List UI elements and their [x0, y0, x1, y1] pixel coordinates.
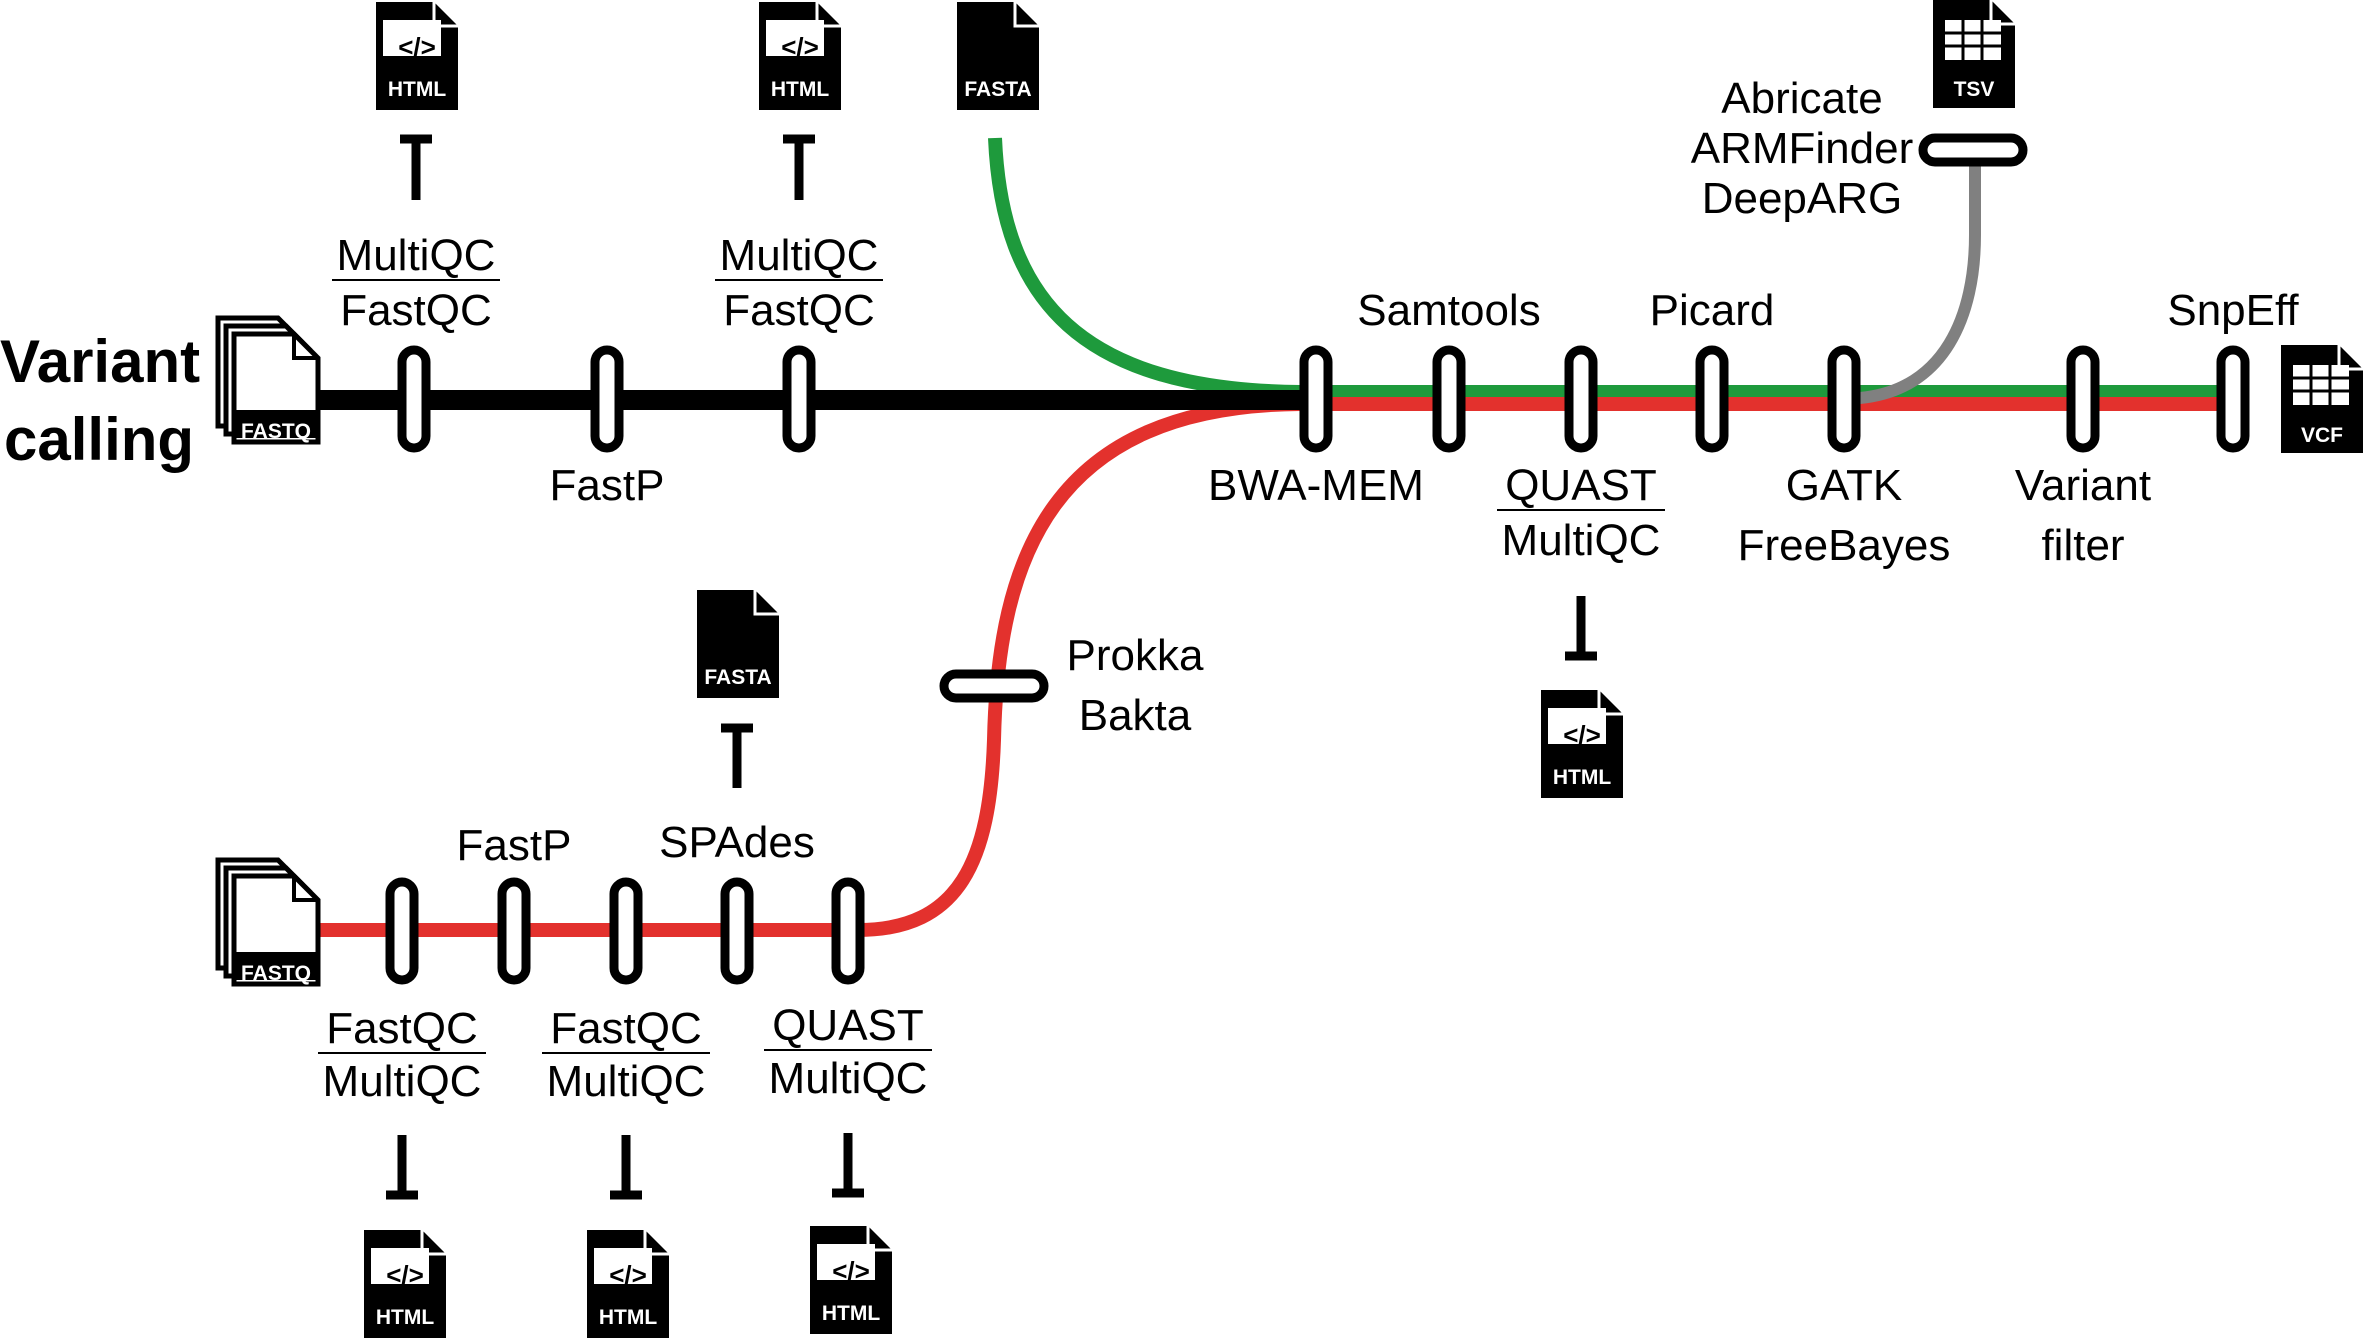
green-reference-line — [988, 137, 2225, 399]
label-quast: QUAST — [1505, 461, 1657, 510]
html-badge-bottom-3: HTML — [822, 1302, 880, 1325]
fasta-badge-spades: FASTA — [704, 666, 771, 689]
code-document-icon — [1539, 688, 1625, 800]
fastq-badge-bottom: FASTQ — [241, 962, 311, 985]
station-samtools — [1432, 345, 1466, 453]
label-prokka: Prokka — [1067, 631, 1204, 680]
label-bottom-fastqc-1: FastQC — [326, 1004, 478, 1053]
html-badge-bottom-1: HTML — [376, 1306, 434, 1329]
grey-resistance-line — [1859, 150, 1981, 404]
stacked-documents-icon — [215, 857, 321, 987]
html-glyph-bottom-1: </> — [386, 1260, 424, 1290]
output-connector-top-1 — [400, 134, 432, 200]
html-glyph-quast: </> — [1563, 720, 1601, 750]
label-bottom-multiqc-3: MultiQC — [769, 1054, 928, 1103]
station-variant-filter — [2066, 345, 2100, 453]
label-multiqc: MultiQC — [1502, 516, 1661, 565]
output-connector-spades — [721, 723, 753, 788]
tsv-badge: TSV — [1954, 78, 1995, 101]
label-filter: filter — [2041, 521, 2124, 570]
fasta-badge-top: FASTA — [964, 78, 1031, 101]
code-document-icon — [585, 1228, 671, 1338]
html-glyph-bottom-2: </> — [609, 1260, 647, 1290]
html-badge-top-1: HTML — [388, 78, 446, 101]
label-bottom-multiqc-2: MultiQC — [547, 1057, 706, 1106]
station-top-fastp — [590, 345, 624, 453]
label-top-fastqc-2: FastQC — [723, 286, 875, 335]
label-freebayes: FreeBayes — [1738, 521, 1951, 570]
label-bakta: Bakta — [1079, 691, 1192, 740]
station-abricate — [1918, 133, 2028, 167]
station-snpeff — [2216, 345, 2250, 453]
label-gatk: GATK — [1786, 461, 1903, 510]
code-document-icon — [808, 1224, 894, 1336]
html-badge-top-2: HTML — [771, 78, 829, 101]
station-bwa-mem — [1299, 345, 1333, 453]
label-top-fastp: FastP — [550, 461, 665, 510]
station-top-fastqc-1 — [397, 345, 431, 453]
html-glyph-top-1: </> — [398, 32, 436, 62]
station-bottom-fastqc-1 — [385, 877, 419, 985]
html-glyph-bottom-3: </> — [832, 1256, 870, 1286]
label-top-fastqc-1: FastQC — [340, 286, 492, 335]
station-prokka-bakta — [939, 669, 1049, 703]
label-deeparg: DeepARG — [1702, 174, 1903, 223]
label-top-multiqc-1: MultiQC — [337, 231, 496, 280]
station-bottom-fastqc-2 — [609, 877, 643, 985]
label-top-multiqc-2: MultiQC — [720, 231, 879, 280]
label-armfinder: ARMFinder — [1691, 124, 1914, 173]
stacked-documents-icon — [215, 315, 321, 445]
station-bottom-fastp — [497, 877, 531, 985]
label-samtools: Samtools — [1357, 286, 1540, 335]
label-bwa-mem: BWA-MEM — [1208, 461, 1424, 510]
station-spades — [720, 877, 754, 985]
table-document-icon — [1931, 0, 2017, 110]
label-variant: Variant — [2015, 461, 2151, 510]
station-quast-multiqc — [1564, 345, 1598, 453]
code-document-icon — [362, 1228, 448, 1338]
code-document-icon — [374, 0, 460, 112]
title-variant: Variant — [0, 328, 200, 395]
output-connector-bottom-2 — [610, 1135, 642, 1200]
html-badge-bottom-2: HTML — [599, 1306, 657, 1329]
output-connector-bottom-3 — [832, 1133, 864, 1198]
output-connector-quast-top — [1565, 596, 1597, 661]
fastq-badge-top: FASTQ — [241, 420, 311, 443]
label-abricate: Abricate — [1721, 74, 1882, 123]
table-document-icon — [2279, 343, 2363, 455]
station-top-fastqc-2 — [782, 345, 816, 453]
label-bottom-fastp: FastP — [457, 821, 572, 870]
label-picard: Picard — [1650, 286, 1775, 335]
code-document-icon — [757, 0, 843, 112]
station-picard — [1695, 345, 1729, 453]
label-bottom-fastqc-2: FastQC — [550, 1004, 702, 1053]
station-bottom-quast — [831, 877, 865, 985]
station-gatk — [1827, 345, 1861, 453]
vcf-badge: VCF — [2301, 424, 2343, 447]
html-badge-quast: HTML — [1553, 766, 1611, 789]
label-bottom-quast: QUAST — [772, 1001, 924, 1050]
title-calling: calling — [4, 406, 194, 473]
label-snpeff: SnpEff — [2167, 286, 2299, 335]
label-spades: SPAdes — [659, 818, 815, 867]
label-bottom-multiqc-1: MultiQC — [323, 1057, 482, 1106]
html-glyph-top-2: </> — [781, 32, 819, 62]
output-connector-bottom-1 — [386, 1135, 418, 1200]
output-connector-top-2 — [783, 134, 815, 200]
